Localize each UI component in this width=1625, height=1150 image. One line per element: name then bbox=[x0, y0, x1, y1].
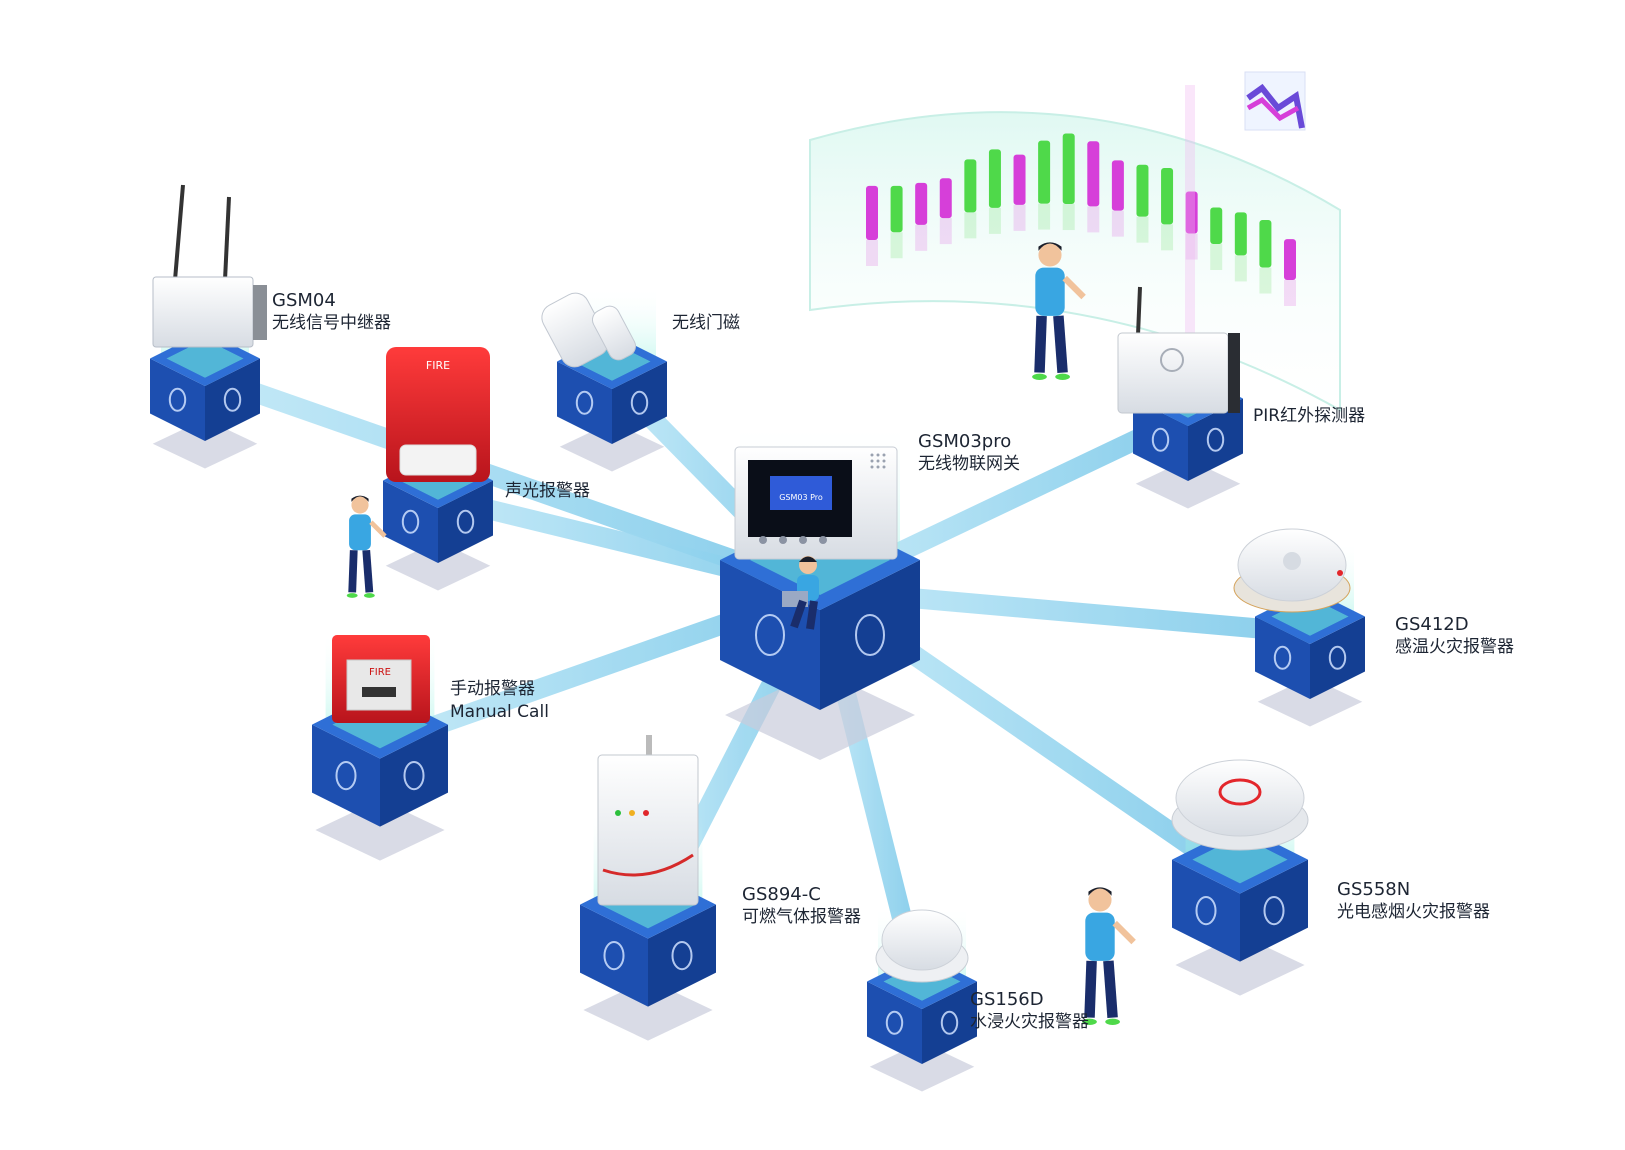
manual-fire-text: FIRE bbox=[369, 667, 391, 678]
dashboard-bar-reflection bbox=[1161, 224, 1174, 251]
dashboard-bar-reflection bbox=[1013, 204, 1026, 231]
dashboard-bar-reflection bbox=[866, 240, 878, 266]
dashboard-bar-reflection bbox=[964, 212, 977, 239]
label-heat: GS412D 感温火灾报警器 bbox=[1395, 614, 1514, 657]
device-illustrations: FIRE FIRE bbox=[152, 184, 1351, 983]
dashboard-bar-reflection bbox=[1136, 216, 1149, 243]
pir-detector-device bbox=[1117, 286, 1240, 414]
device-cubes: FIRE FIRE bbox=[150, 184, 1365, 1092]
strobe-alarm-device: FIRE bbox=[386, 347, 490, 482]
dashboard-bar bbox=[1038, 140, 1051, 204]
label-pir: PIR红外探测器 bbox=[1253, 406, 1366, 426]
water-sensor-device bbox=[875, 909, 969, 983]
dashboard-bar bbox=[1013, 154, 1026, 205]
dashboard-bar bbox=[1210, 207, 1223, 244]
label-manual: 手动报警器 Manual Call bbox=[450, 679, 549, 722]
dashboard-bar-reflection bbox=[890, 232, 903, 259]
dashboard-bars bbox=[866, 85, 1296, 345]
dashboard-bar bbox=[1111, 160, 1124, 211]
hub-gateway-device: GSM03 Pro bbox=[734, 446, 898, 560]
trend-icon bbox=[1244, 71, 1306, 131]
dashboard-bar bbox=[1185, 191, 1198, 234]
people bbox=[346, 242, 1136, 1025]
hub-buttons bbox=[759, 536, 827, 544]
dashboard-bar bbox=[866, 185, 878, 240]
person-bottom-right bbox=[1082, 887, 1136, 1025]
dashboard-bar-reflection bbox=[1210, 243, 1223, 270]
dashboard-bar-reflection bbox=[1234, 255, 1247, 282]
smoke-detector-device bbox=[1171, 759, 1309, 851]
dashboard-bar-reflection bbox=[1259, 267, 1272, 294]
hub-label: GSM03pro 无线物联网关 bbox=[918, 431, 1020, 474]
dashboard-bar bbox=[1161, 168, 1174, 225]
dashboard-bar bbox=[890, 185, 903, 233]
person-near-strobe bbox=[346, 495, 387, 598]
hub-speaker-grille bbox=[870, 453, 886, 469]
dashboard-bar bbox=[1259, 220, 1272, 268]
manual-call-device: FIRE bbox=[332, 635, 430, 723]
dashboard-highlight bbox=[1185, 85, 1195, 345]
dashboard-bar bbox=[988, 149, 1001, 208]
door-sensor-device bbox=[541, 292, 637, 368]
dashboard-bar bbox=[1087, 141, 1100, 207]
label-door: 无线门磁 bbox=[672, 313, 740, 333]
hub-screen-text: GSM03 Pro bbox=[779, 493, 823, 502]
dashboard-panel bbox=[809, 71, 1341, 412]
dashboard-bar bbox=[1284, 239, 1296, 280]
dashboard-bar-reflection bbox=[1111, 210, 1124, 237]
heat-detector-device bbox=[1233, 528, 1351, 613]
dashboard-bar bbox=[939, 178, 952, 219]
dashboard-bar-reflection bbox=[1038, 203, 1051, 230]
person-with-laptop bbox=[782, 556, 819, 630]
dashboard-bar-reflection bbox=[939, 218, 952, 245]
dashboard-bar bbox=[964, 159, 977, 213]
dashboard-bar-reflection bbox=[1185, 233, 1198, 260]
dashboard-bar bbox=[1062, 133, 1075, 205]
label-strobe: 声光报警器 bbox=[505, 481, 590, 501]
person-near-dashboard bbox=[1032, 242, 1086, 380]
dashboard-bar bbox=[915, 182, 928, 225]
dashboard-bar bbox=[1234, 212, 1247, 256]
gas-detector-device bbox=[597, 735, 699, 906]
dashboard-bar-reflection bbox=[1062, 204, 1075, 231]
label-gas: GS894-C 可燃气体报警器 bbox=[742, 884, 861, 927]
repeater-device bbox=[152, 184, 267, 348]
beam-gsm04 bbox=[195, 365, 830, 600]
dashboard-bar bbox=[1136, 164, 1149, 217]
dashboard-bar-reflection bbox=[915, 224, 928, 251]
label-water: GS156D 水浸火灾报警器 bbox=[970, 989, 1089, 1032]
dashboard-bar-reflection bbox=[1087, 206, 1100, 233]
dashboard-bar-reflection bbox=[1284, 280, 1296, 306]
strobe-fire-text: FIRE bbox=[426, 359, 450, 372]
label-smoke: GS558N 光电感烟火灾报警器 bbox=[1337, 879, 1490, 922]
label-gsm04: GSM04 无线信号中继器 bbox=[272, 290, 391, 333]
dashboard-bar-reflection bbox=[988, 207, 1001, 234]
